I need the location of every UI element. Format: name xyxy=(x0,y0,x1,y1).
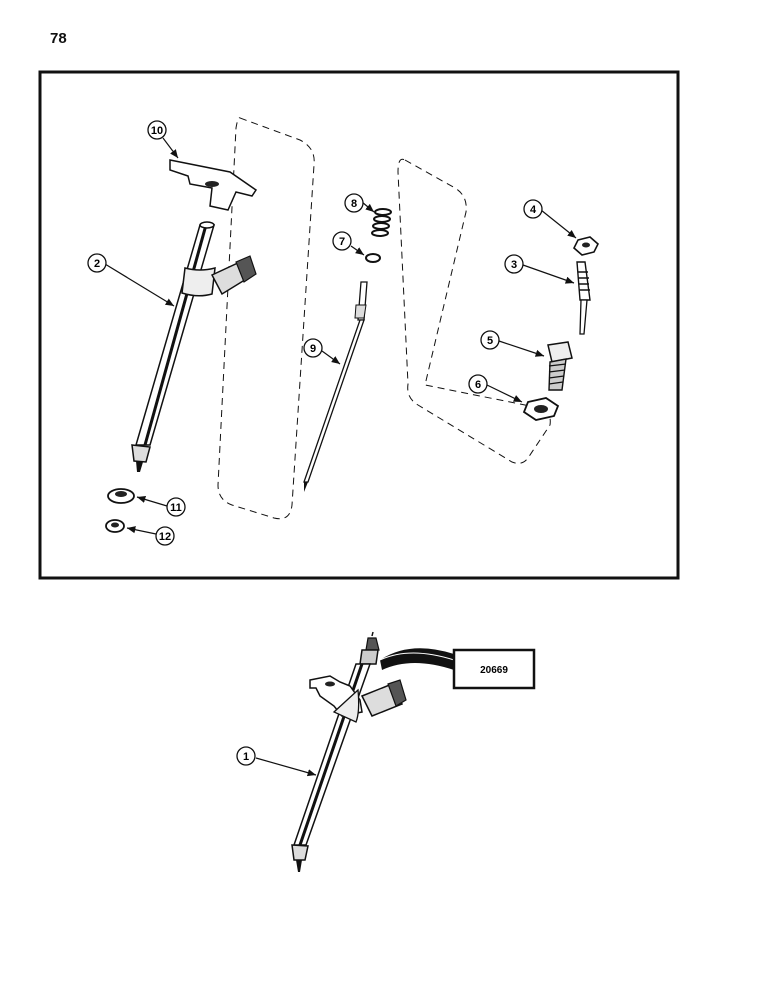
callout-11: 11 xyxy=(166,497,186,517)
bracket-part xyxy=(169,159,258,211)
callout-12-label: 12 xyxy=(159,531,171,543)
nut-part-4 xyxy=(573,236,599,256)
callout-1: 1 xyxy=(236,746,256,766)
callout-10-label: 10 xyxy=(151,125,163,137)
exploded-view-frame xyxy=(38,70,680,580)
spring-part xyxy=(371,208,392,237)
callout-4-label: 4 xyxy=(530,204,537,216)
washer-part xyxy=(107,488,135,504)
callout-3: 3 xyxy=(504,254,524,274)
spring-seat-part xyxy=(365,253,381,263)
nozzle-holder-part xyxy=(131,221,257,472)
page-number: 78 xyxy=(50,30,67,47)
callout-7-label: 7 xyxy=(339,236,345,248)
callout-11-label: 11 xyxy=(170,502,182,514)
callout-7: 7 xyxy=(332,231,352,251)
callout-6-label: 6 xyxy=(475,379,481,391)
callout-12: 12 xyxy=(155,526,175,546)
part-number-leader xyxy=(379,648,455,670)
spindle-part xyxy=(303,281,368,492)
callout-5-label: 5 xyxy=(487,335,493,347)
part-number-box: 20669 xyxy=(452,648,536,690)
callout-3-label: 3 xyxy=(511,259,517,271)
adjusting-screw-part xyxy=(576,261,591,335)
part-number-label: 20669 xyxy=(480,665,508,676)
dashed-group-outline-right xyxy=(397,158,551,464)
callout-8: 8 xyxy=(344,193,364,213)
callout-9-label: 9 xyxy=(310,343,316,355)
seal-part xyxy=(105,519,125,533)
callout-4: 4 xyxy=(523,199,543,219)
callout-5: 5 xyxy=(480,330,500,350)
callout-8-label: 8 xyxy=(351,198,357,210)
dashed-group-outline-left xyxy=(217,117,315,520)
callout-1-label: 1 xyxy=(243,751,249,763)
callout-9: 9 xyxy=(303,338,323,358)
cap-screw-part xyxy=(547,341,573,391)
callout-6: 6 xyxy=(468,374,488,394)
callout-10: 10 xyxy=(147,120,167,140)
assembled-injector xyxy=(291,631,407,872)
nut-part-6 xyxy=(522,397,560,421)
callout-2-label: 2 xyxy=(94,258,100,270)
callout-2: 2 xyxy=(87,253,107,273)
